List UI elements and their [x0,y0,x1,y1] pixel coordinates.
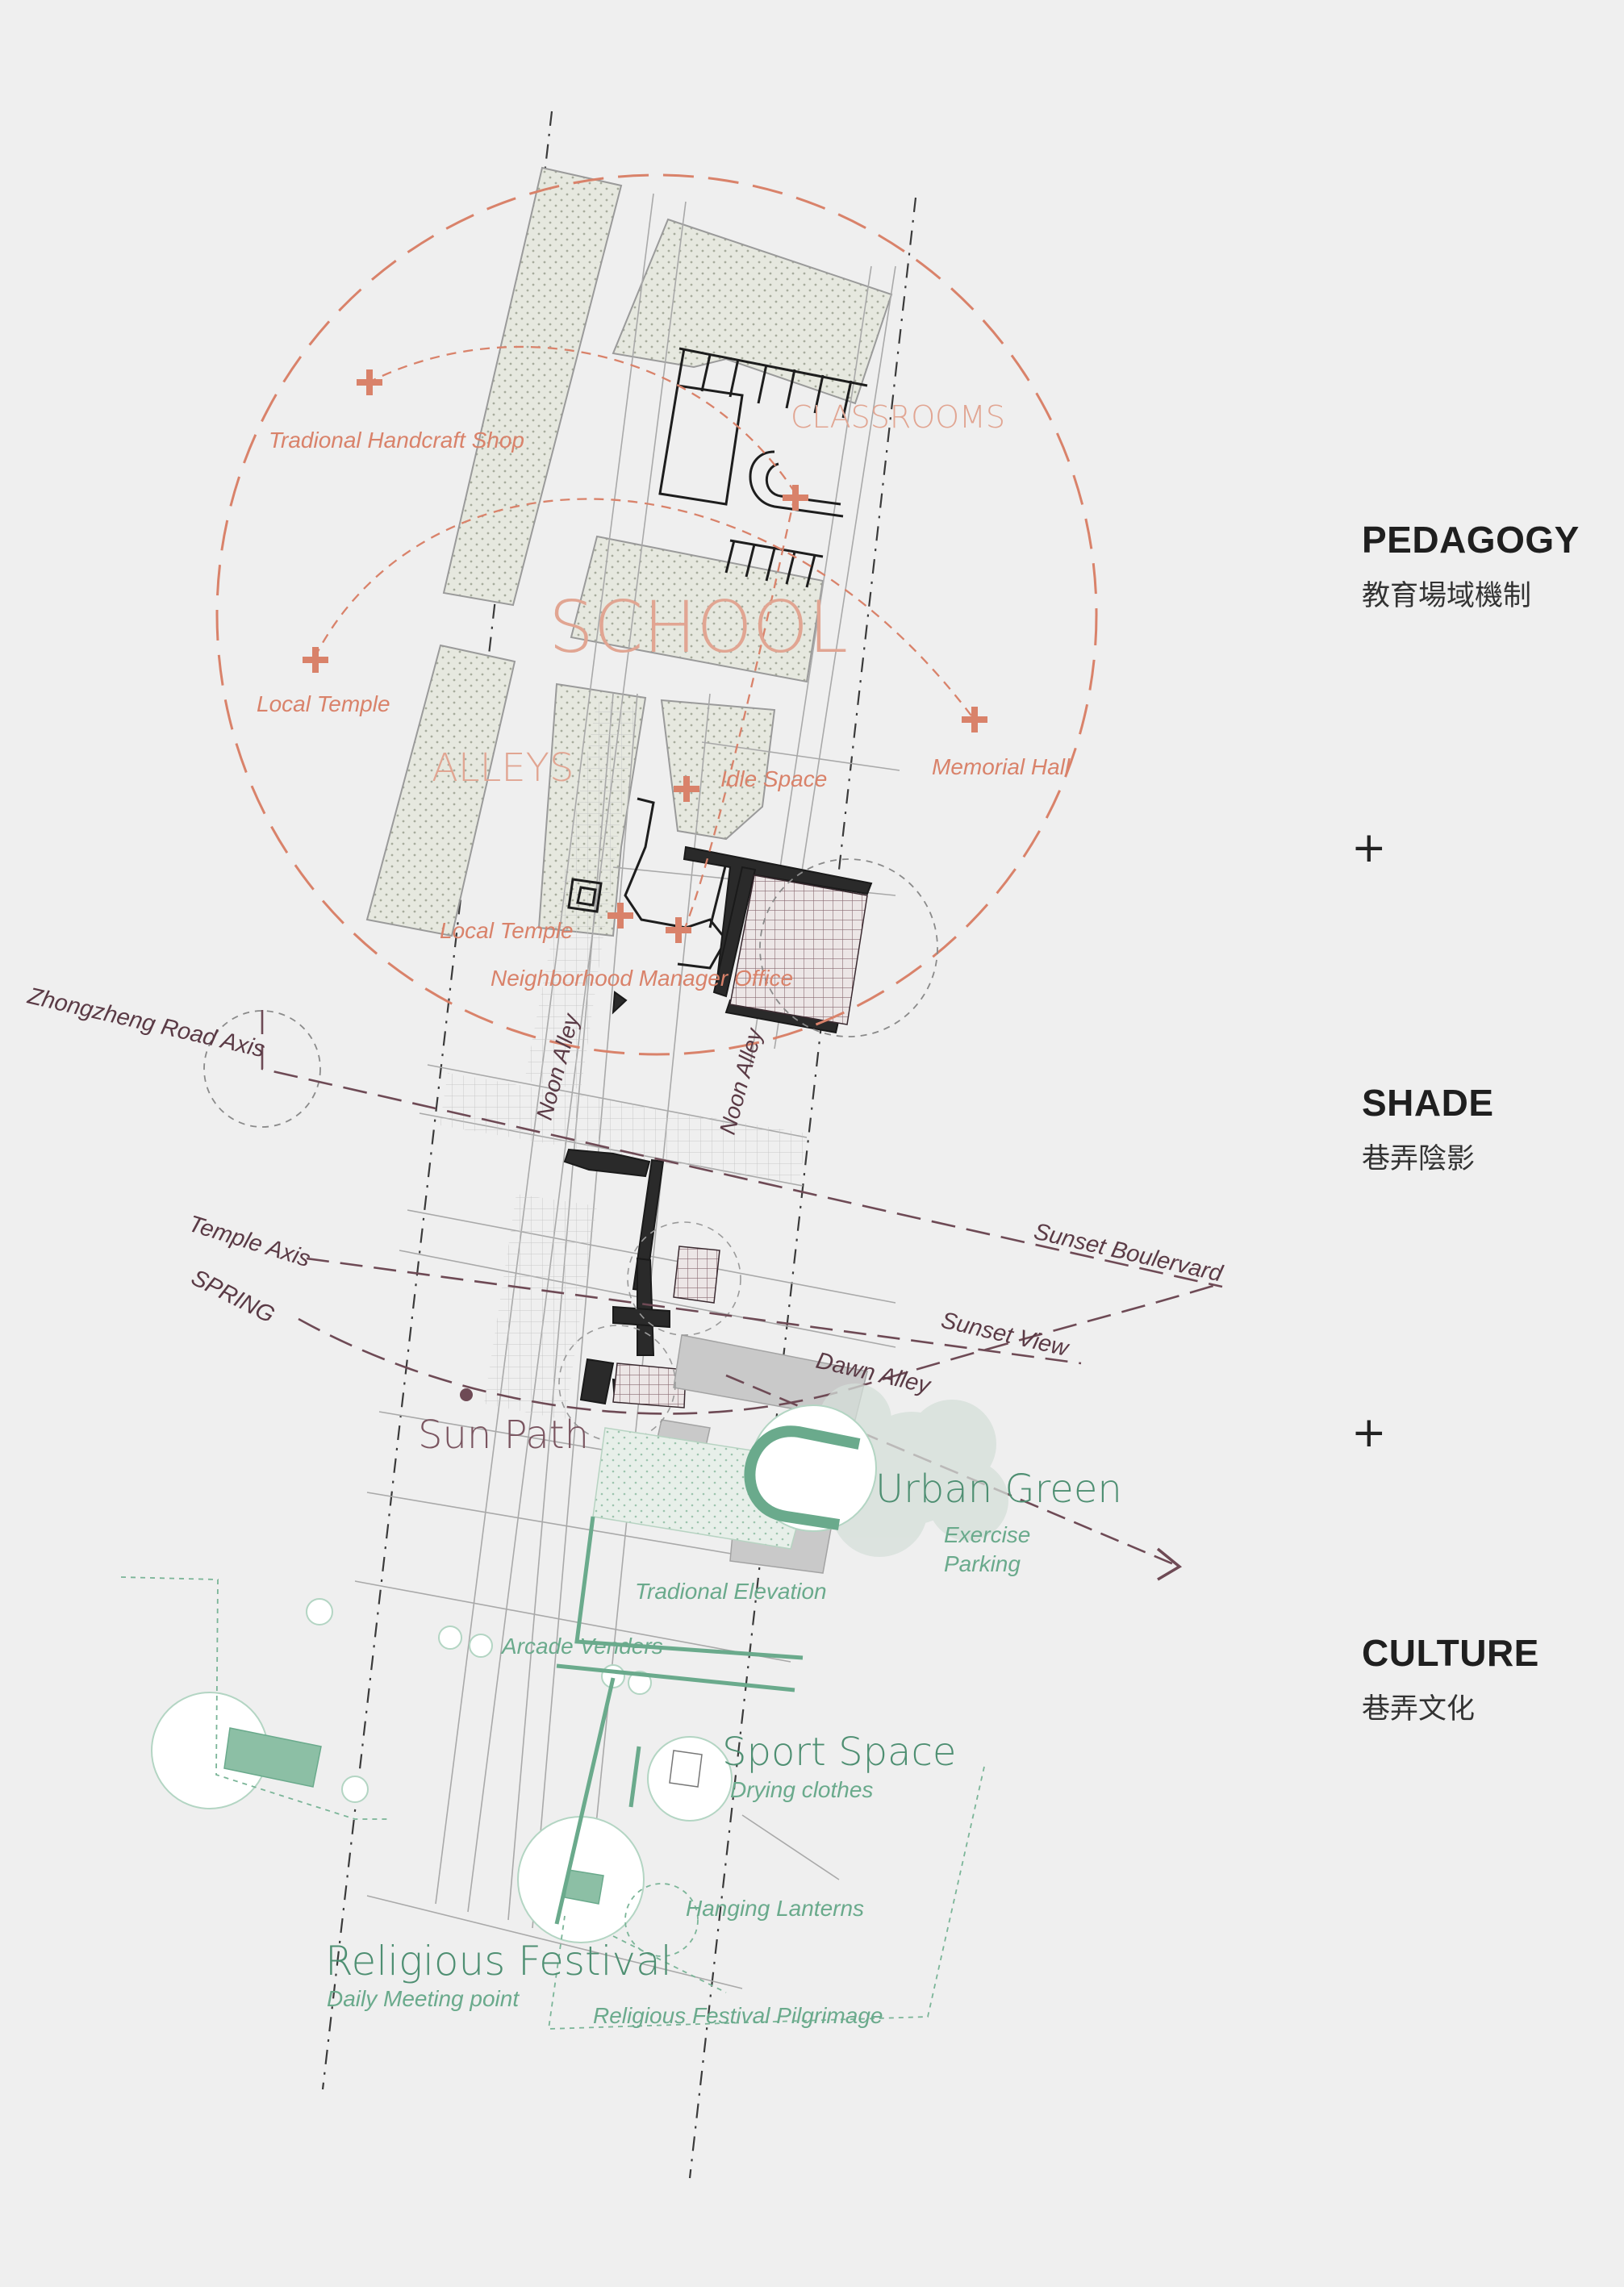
connection-arc-1 [366,345,795,493]
label-hanging-lanterns: Hanging Lanterns [686,1896,864,1921]
pedagogy-layer [215,173,1098,1056]
school-buildings [567,347,868,970]
culture-labels: Urban Green Exercise Parking Tradional E… [325,1467,1122,2028]
legend-shade-title: SHADE [1362,1082,1494,1124]
label-handcraft-shop: Tradional Handcraft Shop [269,428,524,453]
legend-culture: CULTURE 巷弄文化 [1362,1631,1539,1727]
label-zhongzheng-axis: Zhongzheng Road Axis [24,983,267,1062]
neighborhood-office-marker [666,917,691,943]
label-idle-space: Idle Space [720,766,827,791]
temple-marker-1 [303,647,328,673]
label-neighborhood-office: Neighborhood Manager Office [491,966,793,991]
label-daily-meeting: Daily Meeting point [327,1986,520,2011]
label-spring: SPRING [187,1265,279,1329]
legend-pedagogy-title: PEDAGOGY [1362,519,1580,561]
label-local-temple-1: Local Temple [257,691,390,716]
city-blocks [365,166,893,937]
label-alleys: ALLEYS [432,745,574,791]
legend-shade: SHADE 巷弄陰影 [1362,1081,1494,1177]
connection-arc-3 [680,495,796,937]
legend-shade-subtitle: 巷弄陰影 [1362,1143,1476,1175]
label-classrooms: CLASSROOMS [791,399,1005,435]
shade-grid [612,874,868,1409]
alley-paving [440,702,807,1420]
label-parking: Parking [944,1551,1021,1576]
label-traditional-elevation: Tradional Elevation [635,1579,827,1604]
pedagogy-markers [303,369,987,943]
track [744,1425,861,1530]
label-memorial-hall: Memorial Hall [932,754,1071,779]
label-sun-path: Sun Path [418,1413,589,1458]
label-sunset-view: Sunset View [938,1308,1072,1363]
label-religious-festival: Religious Festival [325,1938,672,1984]
school-catchment-circle [215,173,1098,1056]
culture-layer [120,1383,1008,2030]
legend-culture-subtitle: 巷弄文化 [1362,1693,1476,1726]
label-sport-space: Sport Space [722,1730,956,1775]
shade-patches [563,845,873,1405]
legend-separator-1: + [1351,824,1387,872]
legend-separator-2: + [1351,1409,1387,1457]
label-noon-alley-2: Noon Alley [715,1025,767,1137]
legend-culture-title: CULTURE [1362,1632,1539,1674]
label-drying-clothes: Drying clothes [730,1777,873,1802]
label-local-temple-2: Local Temple [440,918,574,943]
memorial-hall-marker [962,707,987,732]
classrooms-marker [783,485,808,511]
office-circle [759,858,938,1037]
label-temple-axis: Temple Axis [186,1211,313,1272]
label-urban-green: Urban Green [875,1467,1122,1512]
label-arcade-venders: Arcade Venders [500,1634,663,1659]
pedagogy-labels: SCHOOL CLASSROOMS ALLEYS Tradional Handc… [257,399,1071,991]
handcraft-shop-marker [357,369,382,395]
sun-path-curve [298,1283,1219,1415]
temple-axis-line [306,1257,1082,1365]
label-pilgrimage: Religious Festival Pilgrimage [593,2003,883,2028]
legend-pedagogy: PEDAGOGY 教育場域機制 [1362,518,1580,614]
legend-pedagogy-subtitle: 教育場域機制 [1362,580,1532,612]
street-network [354,193,900,1989]
axis-circle [203,1010,321,1128]
sun-path-point [460,1388,473,1401]
label-exercise: Exercise [944,1522,1030,1547]
label-school: SCHOOL [549,586,848,669]
temple-marker-2 [607,903,633,929]
idle-space-marker [674,776,699,802]
connection-arc-2 [313,498,977,723]
label-sunset-boulevard: Sunset Boulervard [1031,1219,1225,1287]
